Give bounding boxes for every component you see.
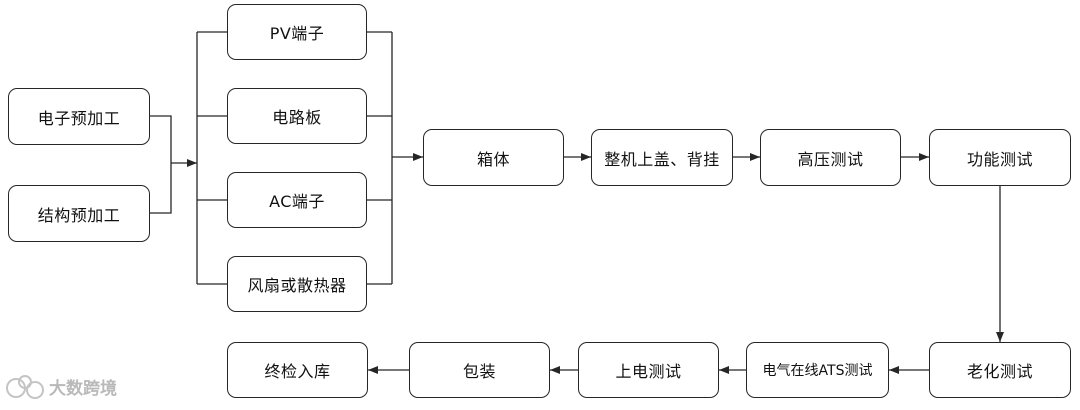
node-label: 高压测试 (797, 149, 864, 169)
node-packaging: 包装 (409, 342, 550, 398)
node-aging-test: 老化测试 (929, 342, 1071, 398)
node-pv-terminal: PV端子 (227, 4, 367, 60)
node-ac-terminal: AC端子 (227, 172, 367, 228)
node-electronic-preprocess: 电子预加工 (8, 88, 150, 145)
node-final-inspection-storage: 终检入库 (227, 342, 368, 398)
node-power-on-test: 上电测试 (578, 342, 719, 398)
node-circuit-board: 电路板 (227, 88, 367, 144)
node-label: 箱体 (476, 149, 510, 169)
node-function-test: 功能测试 (929, 129, 1071, 186)
node-enclosure: 箱体 (423, 129, 564, 186)
node-label: 风扇或散热器 (247, 276, 347, 295)
connector-electronic-to-merge (150, 115, 172, 163)
node-label: 老化测试 (966, 362, 1033, 381)
node-label: 包装 (462, 362, 496, 381)
node-grid-ats-test: 电气在线ATS测试 (746, 342, 889, 398)
node-high-voltage-test: 高压测试 (760, 129, 901, 186)
node-label: 电路板 (272, 108, 322, 127)
node-fan-or-heatsink: 风扇或散热器 (227, 256, 367, 312)
node-structure-preprocess: 结构预加工 (8, 185, 150, 242)
node-label: 整机上盖、背挂 (604, 149, 720, 169)
node-label: PV端子 (269, 24, 325, 43)
watermark: 大数跨境 (6, 374, 117, 399)
connector-structure-to-merge (150, 163, 172, 214)
node-label: 电子预加工 (37, 108, 121, 128)
brand-logo-icon (6, 374, 44, 399)
node-label: 结构预加工 (37, 205, 121, 225)
node-label: 电气在线ATS测试 (762, 363, 873, 379)
node-label: 功能测试 (966, 149, 1033, 169)
node-top-cover-back-hang: 整机上盖、背挂 (591, 129, 733, 186)
watermark-text: 大数跨境 (49, 379, 117, 399)
node-label: 终检入库 (264, 362, 331, 381)
node-label: AC端子 (269, 192, 325, 211)
node-label: 上电测试 (615, 362, 682, 381)
